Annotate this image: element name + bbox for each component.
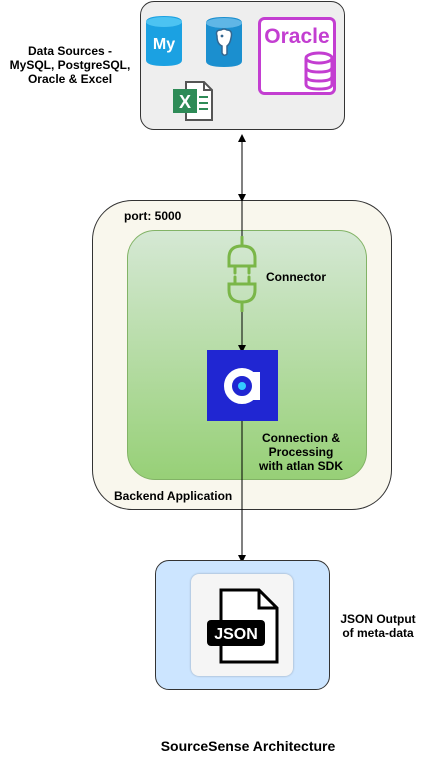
svg-text:Oracle: Oracle	[264, 25, 329, 48]
connector-plug-icon	[226, 236, 258, 312]
excel-icon: X	[172, 81, 214, 121]
diagram-title: SourceSense Architecture	[160, 738, 336, 754]
connector-label: Connector	[266, 270, 326, 284]
processing-label: Connection & Processing with atlan SDK	[258, 431, 343, 473]
mysql-icon: My	[145, 15, 183, 67]
port-label: port: 5000	[124, 209, 182, 223]
svg-text:My: My	[153, 36, 175, 53]
svg-text:X: X	[179, 92, 191, 112]
svg-text:JSON: JSON	[214, 626, 258, 643]
postgresql-icon	[205, 16, 243, 68]
backend-application-label: Backend Application	[114, 489, 233, 503]
oracle-icon: Oracle	[258, 17, 336, 95]
data-sources-label: Data Sources - MySQL, PostgreSQL, Oracle…	[9, 44, 131, 86]
json-output-label: JSON Output of meta-data	[340, 612, 416, 640]
atlan-logo-icon	[207, 350, 278, 421]
json-file-icon: JSON	[205, 588, 279, 664]
